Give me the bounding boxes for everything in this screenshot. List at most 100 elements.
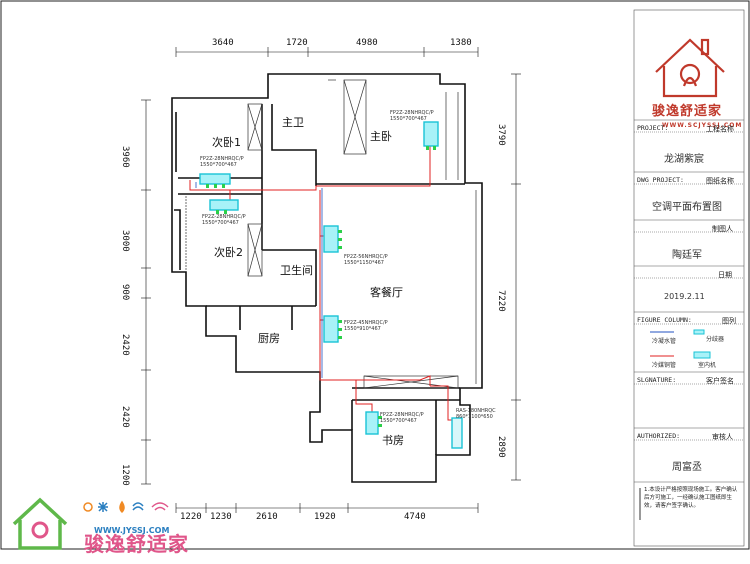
house-logo-icon (655, 38, 725, 98)
signature-label: SLGNATURE: (637, 376, 677, 384)
unit-size: 1550*700*467 (200, 162, 237, 168)
dimension-top-2: 4980 (356, 38, 378, 48)
dimension-left-2: 900 (120, 284, 130, 301)
room-label-bedroom2: 次卧2 (214, 246, 243, 259)
authorized-label: AUTHORIZED: (637, 432, 681, 440)
figure-label: FIGURE COLUMN: (637, 316, 692, 324)
dwg-value: 空调平面布置图 (652, 202, 722, 213)
note-body: 1.本设计严格按照现场施工。客户确认后方可施工，一经确认施工图纸即生效，请客户签… (644, 487, 738, 509)
dwg-right-label: 图纸名称 (706, 177, 734, 185)
watermark-logo-icon (12, 497, 68, 550)
room-label-master-bedroom: 主卧 (370, 130, 392, 143)
unit-model: FP2Z-28NHRQC/P (390, 110, 434, 116)
dimension-left-1: 3000 (120, 230, 130, 252)
unit-model: FP2Z-45NHRQC/P (344, 320, 388, 326)
project-value: 龙湖紫宸 (664, 154, 704, 165)
project-label: PROJECT: (637, 124, 669, 132)
dimension-bottom-0: 1220 (180, 512, 202, 522)
unit-size: 1550*1150*467 (344, 260, 384, 266)
dimension-left-5: 1200 (120, 464, 130, 486)
dimension-top-1: 1720 (286, 38, 308, 48)
wind-icon (132, 502, 144, 511)
watermark-name: 骏逸舒适家 (84, 528, 189, 557)
dimension-bottom-4: 4740 (404, 512, 426, 522)
snowflake-icon (98, 502, 108, 512)
authorized-right-label: 审核人 (712, 433, 733, 441)
date-right-label: 日期 (718, 271, 732, 279)
dimension-right-0: 3790 (496, 124, 506, 146)
designer-right-label: 制图人 (712, 225, 733, 233)
dimension-bottom-1: 1230 (210, 512, 232, 522)
logo-name-text: 骏逸舒适家 (652, 104, 723, 119)
dimension-bottom-2: 2610 (256, 512, 278, 522)
dimension-top-3: 1380 (450, 38, 472, 48)
watermark-name-text: 骏逸舒适家 (84, 532, 189, 556)
unit-model: FP2Z-28NHRQC/P (202, 214, 246, 220)
dimension-right-1: 7220 (496, 290, 506, 312)
signature-right-label: 客户签名 (706, 377, 734, 385)
room-label-study: 书房 (382, 434, 404, 447)
weather-icons (83, 500, 169, 514)
unit-size: 1550*700*467 (390, 116, 427, 122)
watermark-url-text: WWW.JYSSJ.COM (94, 526, 170, 535)
legend-symbols (650, 329, 711, 359)
project-right-label: 工程名称 (706, 125, 734, 133)
outdoor-unit (451, 417, 463, 449)
unit-size: 1550*700*467 (202, 220, 239, 226)
dwg-label: DWG PROJECT: (637, 176, 684, 184)
unit-model: RAS-180NHRQC (456, 408, 496, 414)
indoor-unit-living-2 (323, 315, 339, 343)
room-label-bathroom: 卫生间 (280, 264, 313, 277)
indoor-unit-study (365, 411, 379, 435)
legend-indoor-label: 室内机 (698, 362, 717, 369)
indoor-unit-master-bedroom (423, 121, 439, 147)
unit-grilles (206, 146, 436, 427)
flame-icon (119, 500, 125, 514)
unit-size: 1550*910*467 (344, 326, 381, 332)
room-label-bedroom1: 次卧1 (212, 136, 241, 149)
legend-water-label: 冷凝水管 (652, 338, 677, 345)
unit-size: 860*1100*650 (456, 414, 493, 420)
logo-url-text: WWW.SCJYSSJ.COM (662, 122, 743, 129)
unit-model: FP2Z-28NHRQC/P (380, 412, 424, 418)
unit-model: FP2Z-56NHRQC/P (344, 254, 388, 260)
indoor-units (199, 121, 463, 449)
legend-branch-label: 分歧器 (706, 336, 725, 343)
room-label-kitchen: 厨房 (258, 332, 280, 345)
legend-refrigerant-label: 冷媒铜管 (652, 362, 677, 369)
date-value: 2019.2.11 (664, 292, 705, 301)
indoor-unit-living-1 (323, 225, 339, 253)
condensate-water-pipe (195, 182, 323, 378)
logo-name: 骏逸舒适家 (652, 100, 722, 119)
unit-size: 1550*700*467 (380, 418, 417, 424)
title-block (633, 9, 745, 547)
note-text: 1.本设计严格按照现场施工。客户确认后方可施工，一经确认施工图纸即生效，请客户签… (644, 486, 742, 510)
sun-icon (83, 502, 93, 512)
room-label-master-bath: 主卫 (282, 116, 304, 129)
dimension-top-0: 3640 (212, 38, 234, 48)
logo-url: WWW.SCJYSSJ.COM (662, 112, 742, 131)
designer-value: 陶廷军 (672, 250, 702, 261)
figure-right-label: 图列 (722, 317, 736, 325)
dimension-right-2: 2890 (496, 436, 506, 458)
authorized-value: 周富丞 (672, 462, 702, 473)
dimension-bottom-3: 1920 (314, 512, 336, 522)
dimension-left-4: 2420 (120, 406, 130, 428)
dimension-left-3: 2420 (120, 334, 130, 356)
dimension-left-0: 3960 (120, 146, 130, 168)
indoor-unit-bedroom2 (209, 199, 239, 211)
fixtures (185, 79, 477, 389)
room-label-living-dining: 客餐厅 (370, 286, 403, 299)
sheet-border (0, 0, 750, 550)
unit-model: FP2Z-28NHRQC/P (200, 156, 244, 162)
wifi-icon (151, 502, 169, 511)
